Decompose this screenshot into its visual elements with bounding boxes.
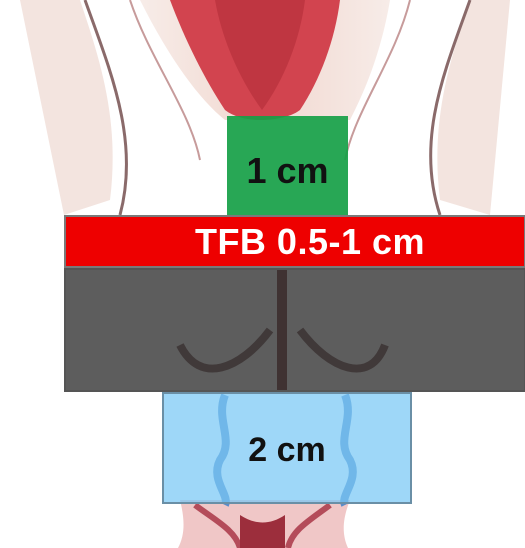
upper-region-box: 1 cm [227,116,348,216]
outer-wall-right [437,0,510,215]
lower-region-label: 2 cm [248,431,326,470]
lower-region-box: 2 cm [162,392,412,504]
outer-wall-left [20,0,113,215]
upper-region-label: 1 cm [246,150,328,192]
tfb-band-box: TFB 0.5-1 cm [64,215,525,268]
tfb-band-label: TFB 0.5-1 cm [195,221,425,263]
middle-region-box [64,268,525,392]
